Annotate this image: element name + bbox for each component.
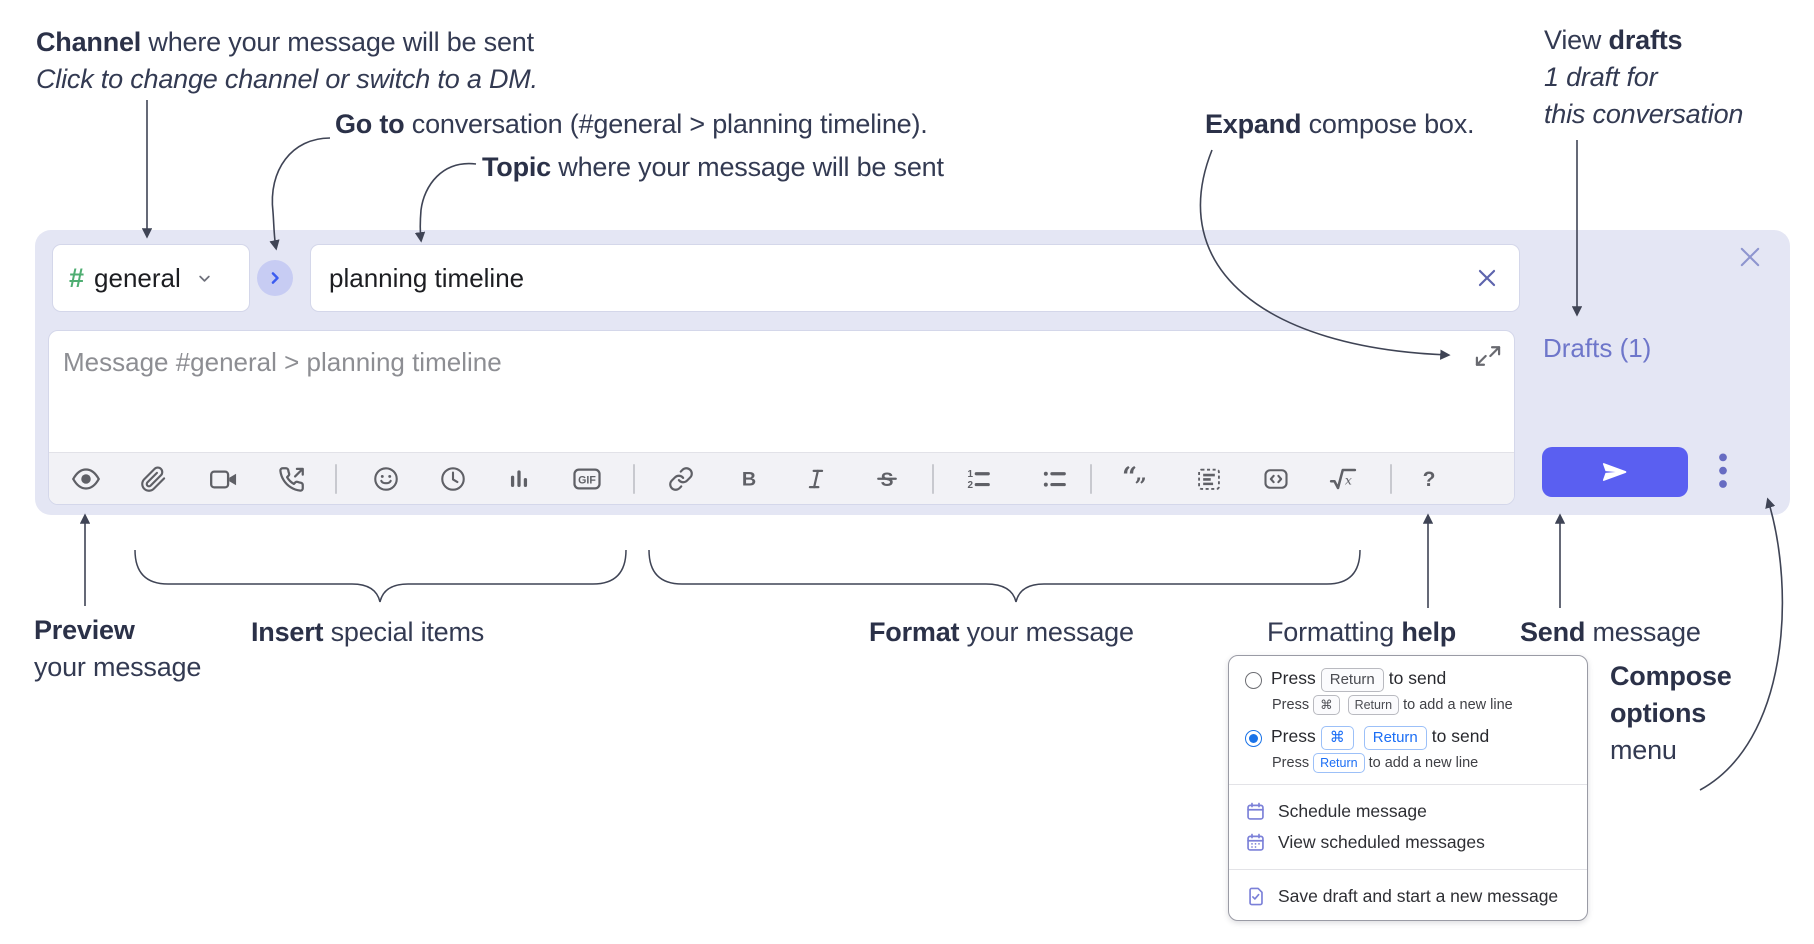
radio-selected[interactable] xyxy=(1245,729,1262,747)
inline-code-icon[interactable] xyxy=(1254,459,1298,499)
blockquote-icon[interactable]: “” xyxy=(1115,459,1159,499)
save-draft-icon xyxy=(1245,886,1266,907)
chevron-down-icon xyxy=(195,269,214,288)
svg-text:“: “ xyxy=(1122,464,1137,492)
toolbar-divider xyxy=(932,464,934,494)
audio-call-icon[interactable] xyxy=(269,459,313,499)
italic-icon[interactable] xyxy=(794,459,838,499)
toolbar-divider xyxy=(1090,464,1092,494)
send-plane-icon xyxy=(1600,457,1630,487)
svg-text:”: ” xyxy=(1135,474,1147,494)
expand-compose-icon[interactable] xyxy=(1473,341,1503,371)
compose-options-dots-icon[interactable] xyxy=(1705,446,1741,498)
annotation-send: Send message xyxy=(1520,617,1701,647)
go-to-conversation-button[interactable] xyxy=(257,260,293,296)
radio-unselected[interactable] xyxy=(1245,671,1262,689)
annotation-formatting-help: Formatting help xyxy=(1267,617,1457,647)
svg-text:S: S xyxy=(881,470,894,491)
compose-box-panel: # general planning timeline Message #gen… xyxy=(35,230,1790,515)
emoji-icon[interactable] xyxy=(364,459,408,499)
message-placeholder: Message #general > planning timeline xyxy=(63,347,502,377)
annotation-channel-rest: where your message will be sent xyxy=(141,27,534,57)
annotation-channel-bold: Channel xyxy=(36,27,142,57)
help-icon[interactable]: ? xyxy=(1407,459,1451,499)
gif-icon[interactable]: GIF xyxy=(565,459,609,499)
annotation-insert: Insert special items xyxy=(251,617,485,647)
strikethrough-icon[interactable]: S xyxy=(865,459,909,499)
annotation-channel: Channel where your message will be sent … xyxy=(36,24,538,98)
svg-text:GIF: GIF xyxy=(578,475,596,487)
clear-topic-icon[interactable] xyxy=(1473,264,1501,292)
annotation-preview: Preview your message xyxy=(34,615,202,682)
code-block-icon[interactable] xyxy=(1187,459,1231,499)
svg-text:B: B xyxy=(742,468,756,490)
return-keycap: Return xyxy=(1347,695,1400,715)
channel-name: general xyxy=(94,262,181,293)
menu-divider xyxy=(1229,869,1587,870)
menu-item-view-scheduled[interactable]: View scheduled messages xyxy=(1245,827,1571,858)
toolbar-divider xyxy=(335,464,337,494)
bold-icon[interactable]: B xyxy=(727,459,771,499)
svg-text:1: 1 xyxy=(968,469,974,480)
send-button[interactable] xyxy=(1542,447,1688,497)
topic-value: planning timeline xyxy=(329,262,525,293)
annotation-go-to: Go to conversation (#general > planning … xyxy=(335,109,928,139)
toolbar-divider xyxy=(633,464,635,494)
channel-hash-icon: # xyxy=(69,262,85,293)
return-keycap: Return xyxy=(1313,753,1365,773)
menu-item-save-draft[interactable]: Save draft and start a new message xyxy=(1245,881,1571,912)
return-keycap: Return xyxy=(1363,726,1427,750)
channel-selector[interactable]: # general xyxy=(52,244,250,312)
chevron-right-icon xyxy=(265,268,285,288)
message-input[interactable]: Message #general > planning timeline xyxy=(48,330,1515,505)
return-keycap: Return xyxy=(1320,668,1384,692)
close-icon[interactable] xyxy=(1735,242,1765,272)
toolbar-divider xyxy=(1390,464,1392,494)
annotation-format: Format your message xyxy=(869,617,1134,647)
annotation-expand: Expand compose box. xyxy=(1205,109,1475,139)
svg-text:x: x xyxy=(1345,473,1352,488)
menu-divider xyxy=(1229,784,1587,785)
drafts-link[interactable]: Drafts (1) xyxy=(1543,333,1652,363)
calendar-list-icon xyxy=(1245,832,1266,853)
link-icon[interactable] xyxy=(659,459,703,499)
annotation-compose-options: Compose options menu xyxy=(1610,661,1732,765)
annotation-view-drafts: View drafts 1 draft for this conversatio… xyxy=(1544,25,1744,129)
annotation-topic: Topic where your message will be sent xyxy=(482,152,944,182)
poll-bar-chart-icon[interactable] xyxy=(497,459,541,499)
clock-icon[interactable] xyxy=(431,459,475,499)
video-icon[interactable] xyxy=(201,459,245,499)
attachment-paperclip-icon[interactable] xyxy=(131,459,175,499)
calendar-icon xyxy=(1245,801,1266,822)
svg-text:?: ? xyxy=(1423,468,1436,491)
cmd-keycap: ⌘ xyxy=(1320,726,1354,750)
topic-input[interactable]: planning timeline xyxy=(310,244,1520,312)
annotation-channel-sub: Click to change channel or switch to a D… xyxy=(36,64,538,94)
preview-eye-icon[interactable] xyxy=(64,459,108,499)
formula-icon[interactable]: x xyxy=(1321,459,1365,499)
svg-text:2: 2 xyxy=(968,480,974,491)
menu-item-schedule-message[interactable]: Schedule message xyxy=(1245,796,1571,827)
bulleted-list-icon[interactable] xyxy=(1032,459,1076,499)
cmd-keycap: ⌘ xyxy=(1313,695,1340,715)
